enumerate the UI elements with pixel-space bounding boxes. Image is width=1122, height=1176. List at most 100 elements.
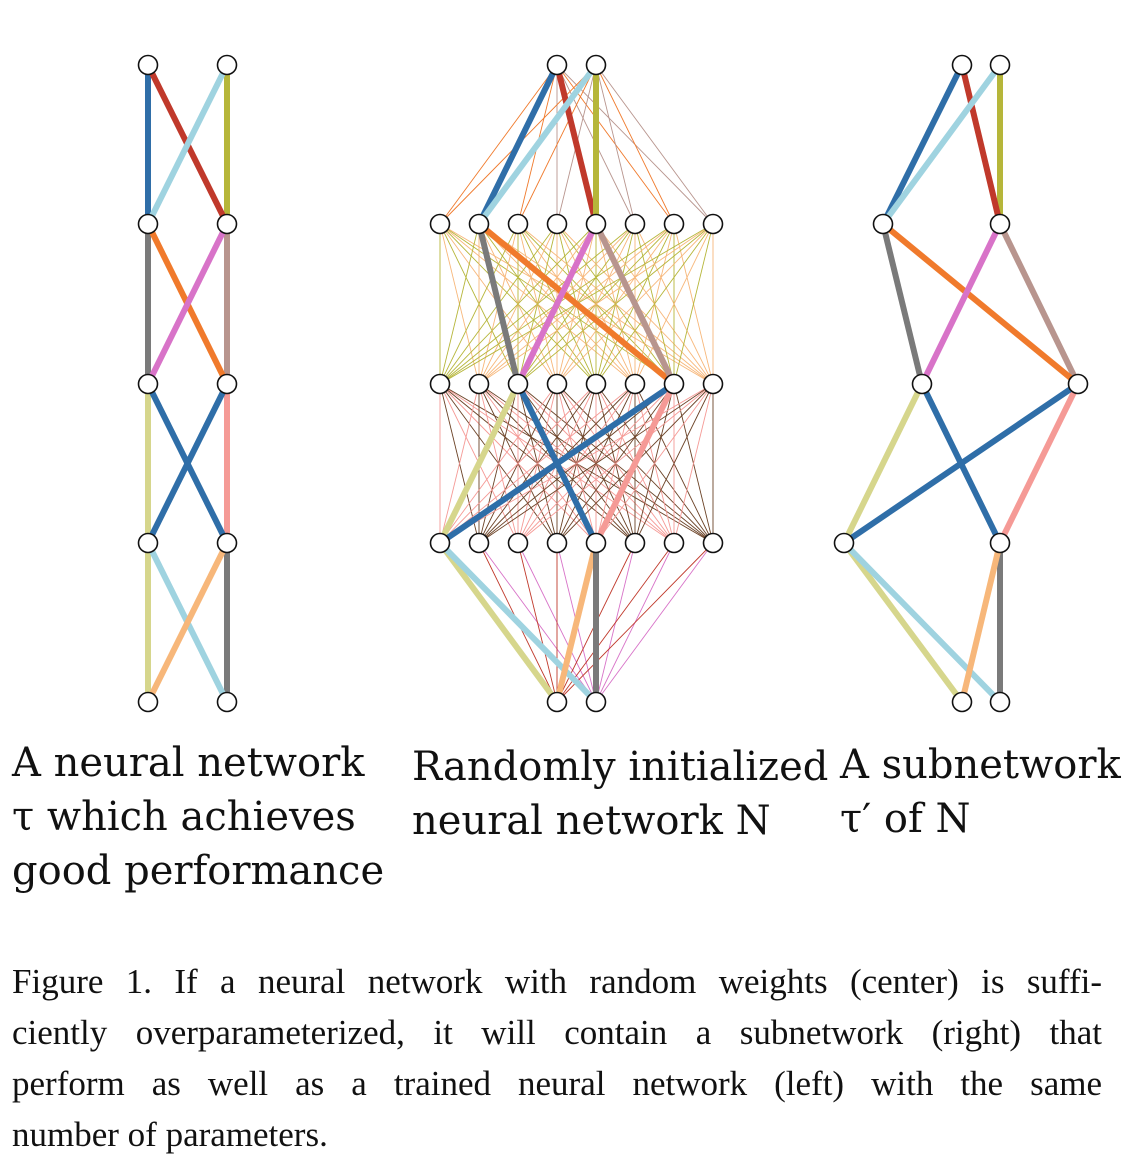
random-weight-edge [595, 64, 714, 225]
left-network-node [137, 691, 159, 713]
subnetwork-edge [881, 221, 1080, 387]
subnetwork-edge [880, 223, 925, 385]
random-weight-edge [517, 542, 558, 703]
left-panel-label: A neural network τ which achieves good p… [12, 736, 384, 898]
center-network-edge [437, 382, 521, 545]
subnetwork-edge [919, 222, 1003, 386]
network-figure [137, 54, 1089, 713]
subnetwork-edge [842, 381, 1080, 546]
left-network-edge [145, 541, 230, 704]
random-weight-edge [595, 542, 714, 703]
center-network-node [546, 691, 568, 713]
subnetwork-edge [959, 64, 1003, 225]
center-network-node [663, 532, 685, 554]
subnetwork-node [989, 213, 1011, 235]
center-network-node [663, 213, 685, 235]
caption-line-4: number of parameters. [12, 1115, 328, 1154]
network-edges [145, 63, 1081, 705]
random-weight-edge [439, 223, 519, 385]
subnetwork-edge [997, 382, 1081, 545]
center-network-node [663, 373, 685, 395]
center-network-node [507, 373, 529, 395]
center-network-node [624, 373, 646, 395]
left-network-node [216, 373, 238, 395]
random-weight-edge [439, 383, 480, 544]
left-network-node [137, 532, 159, 554]
center-network-edge [477, 221, 676, 387]
center-network-node [624, 532, 646, 554]
left-network-edge [145, 382, 230, 545]
center-network-node [624, 213, 646, 235]
center-network-node [429, 213, 451, 235]
subnetwork-node [989, 532, 1011, 554]
left-network-node [137, 54, 159, 76]
center-network-edge [476, 63, 560, 226]
random-weight-edge [673, 383, 714, 544]
random-weight-edge [595, 383, 714, 544]
random-weight-edge [673, 223, 714, 385]
center-network-node [585, 54, 607, 76]
random-weight-edge [595, 64, 636, 225]
caption-line-3: perform as well as a trained neural netw… [12, 1064, 1102, 1103]
left-network-node [216, 691, 238, 713]
subnetwork-node [951, 54, 973, 76]
random-weight-edge [517, 64, 597, 225]
center-network-node [702, 532, 724, 554]
left-network-node [216, 532, 238, 554]
center-network-node [468, 532, 490, 554]
center-network-edge [437, 540, 599, 705]
figure-caption: Figure 1. If a neural network with rando… [12, 956, 1102, 1160]
left-label-line-3: good performance [12, 848, 385, 894]
random-weight-edge [439, 223, 636, 385]
subnetwork-edge [841, 382, 925, 545]
center-network-node [585, 213, 607, 235]
subnetwork-node [989, 691, 1011, 713]
left-network-node [137, 373, 159, 395]
random-weight-edge [439, 64, 558, 225]
random-weight-edge [439, 383, 597, 544]
center-network-node [468, 373, 490, 395]
random-weight-edge [556, 542, 675, 703]
subnetwork-node [911, 373, 933, 395]
center-network-node [507, 532, 529, 554]
right-panel-label: A subnetwork τ′ of N [840, 738, 1121, 846]
center-network-node [468, 213, 490, 235]
center-network-node [702, 213, 724, 235]
subnetwork-edge [841, 541, 965, 704]
center-network-edge [554, 64, 599, 225]
random-weight-edge [595, 64, 675, 225]
center-network-node [546, 213, 568, 235]
subnetwork-edge [959, 542, 1003, 703]
center-panel-label: Randomly initialized neural network N [412, 740, 828, 848]
right-label-line-1: A subnetwork [840, 742, 1121, 788]
random-weight-edge [556, 542, 714, 703]
random-weight-edge [439, 223, 480, 385]
random-weight-edge [478, 223, 714, 385]
center-label-line-2: neural network N [412, 798, 771, 844]
caption-line-1: Figure 1. If a neural network with rando… [12, 962, 1102, 1001]
left-network-node [216, 54, 238, 76]
center-network-edge [554, 542, 599, 703]
random-weight-edge [439, 223, 597, 385]
subnetwork-edge [997, 222, 1081, 386]
network-nodes [137, 54, 1089, 713]
center-network-node [585, 532, 607, 554]
left-label-line-2: τ which achieves [12, 794, 356, 840]
left-network-edge [145, 63, 230, 226]
subnetwork-node [989, 54, 1011, 76]
center-network-node [546, 54, 568, 76]
right-label-line-2: τ′ of N [840, 796, 971, 842]
left-label-line-1: A neural network [12, 740, 365, 786]
center-network-edge [438, 381, 676, 546]
center-network-edge [593, 382, 677, 545]
random-weight-edge [478, 383, 714, 544]
random-weight-edge [439, 383, 558, 544]
random-weight-edge [439, 383, 714, 544]
center-network-edge [437, 541, 560, 704]
left-network-node [137, 213, 159, 235]
subnetwork-node [951, 691, 973, 713]
caption-line-2: ciently overparameterized, it will conta… [12, 1013, 1102, 1052]
subnetwork-node [1067, 373, 1089, 395]
random-weight-edge [517, 383, 714, 544]
center-network-edge [476, 223, 521, 385]
